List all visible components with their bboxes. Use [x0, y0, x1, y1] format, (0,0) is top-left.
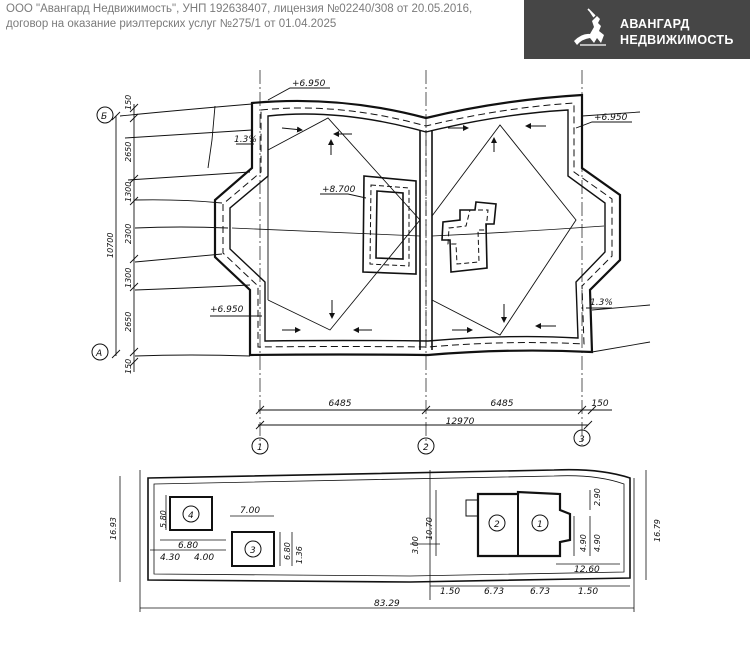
- slope-lines-left: [267, 117, 421, 331]
- axis-label-3: 3: [579, 435, 585, 445]
- extension-lines-right: [581, 111, 651, 353]
- brand-line-1: АВАНГАРД: [620, 17, 690, 31]
- dim-left-4: 2300: [124, 224, 133, 244]
- building-2-marker: [488, 514, 506, 532]
- dim-bottom-3: 150: [591, 399, 608, 409]
- building-3-label: 3: [250, 546, 256, 556]
- brand-line-2: НЕДВИЖИМОСТЬ: [620, 33, 734, 47]
- brand-banner: АВАНГАРД НЕДВИЖИМОСТЬ: [524, 0, 750, 59]
- header-line-1: ООО "Авангард Недвижимость", УНП 1926384…: [6, 3, 473, 15]
- axis-label-1: 1: [257, 443, 263, 453]
- dim-4-90b: 4.90: [593, 534, 602, 552]
- dim-1-50b: 1.50: [578, 587, 598, 597]
- dim-bottom-2: 6485: [491, 399, 514, 409]
- dim-4-00: 4.00: [194, 553, 214, 563]
- dim-left-6: 2650: [124, 312, 133, 332]
- dim-10-70: 10.70: [425, 517, 434, 540]
- dim-chain-left: [111, 103, 139, 372]
- dim-3-00: 3.00: [411, 536, 420, 554]
- dim-6-73a: 6.73: [484, 587, 504, 597]
- building-1-2: [476, 490, 572, 558]
- roof-parapet-dashed: [222, 102, 613, 348]
- extension-lines-left: [119, 103, 253, 357]
- dim-left-2: 2650: [124, 142, 133, 162]
- dim-6-80a: 6.80: [178, 541, 198, 551]
- dim-1-50a: 1.50: [440, 587, 460, 597]
- dim-83-29: 83.29: [374, 599, 400, 609]
- plot-inner-boundary: [153, 475, 625, 577]
- header-line-2: договор на оказание риэлтерских услуг №2…: [6, 18, 337, 30]
- dim-2-90: 2.90: [593, 488, 602, 506]
- elev-center: +8.700: [322, 185, 356, 195]
- axis-label-b: Б: [101, 112, 107, 122]
- dim-12-60: 12.60: [574, 565, 600, 575]
- elev-right: +6.950: [594, 113, 628, 123]
- axis-bubble-a: [91, 343, 109, 361]
- dim-16-93: 16.93: [109, 517, 118, 540]
- dim-6-80b: 6.80: [283, 542, 292, 560]
- drainage-arrows: [281, 123, 556, 333]
- building-4-label: 4: [188, 511, 194, 521]
- dim-bottom-total: 12970: [446, 417, 475, 427]
- dim-6-73b: 6.73: [530, 587, 550, 597]
- ridge-line: [231, 225, 605, 237]
- site-plan: [119, 468, 647, 612]
- elev-top: +6.950: [292, 79, 326, 89]
- dim-bottom-1: 6485: [329, 399, 352, 409]
- dim-4-30: 4.30: [160, 553, 180, 563]
- axis-label-2: 2: [423, 443, 429, 453]
- building-4-marker: [182, 505, 200, 523]
- roof-outline: [213, 93, 622, 357]
- dim-left-5: 1300: [124, 268, 133, 288]
- elev-left: +6.950: [210, 305, 244, 315]
- building-1-label: 1: [537, 520, 543, 530]
- knight-logo-icon: [574, 8, 606, 46]
- building-3-marker: [244, 540, 262, 558]
- dim-left-7: 150: [124, 359, 133, 374]
- dim-7-00: 7.00: [240, 506, 260, 516]
- dim-5-80: 5.80: [159, 510, 168, 528]
- axis-bubble-3: [573, 429, 591, 447]
- building-4: [169, 496, 213, 531]
- building-1-marker: [531, 514, 549, 532]
- building-2-label: 2: [494, 520, 500, 530]
- slope-right: 1.3%: [590, 298, 613, 308]
- plot-boundary: [147, 468, 631, 583]
- dim-left-total: 10700: [106, 233, 115, 258]
- axis-bubble-b: [96, 106, 114, 124]
- dim-16-79: 16.79: [653, 519, 662, 542]
- axis-bubble-1: [251, 437, 269, 455]
- skylight-rect: [362, 175, 417, 275]
- stepped-hatch: [441, 201, 497, 273]
- dim-left-3: 1300: [124, 182, 133, 202]
- dim-4-90a: 4.90: [579, 534, 588, 552]
- brand-name: АВАНГАРД НЕДВИЖИМОСТЬ: [620, 16, 734, 48]
- slope-lines-right: [431, 124, 577, 336]
- axis-label-a: А: [95, 349, 102, 359]
- roof-inner-line: [229, 109, 606, 342]
- roof-plan: [91, 70, 651, 455]
- divide-wall: [419, 130, 433, 350]
- dim-left-1: 150: [124, 95, 133, 110]
- dim-1-36: 1.36: [295, 546, 304, 564]
- axis-bubble-2: [417, 437, 435, 455]
- dim-chain-bottom: [255, 405, 612, 430]
- building-3: [231, 531, 275, 567]
- slope-left: 1.3%: [234, 135, 257, 145]
- header-info: ООО "Авангард Недвижимость", УНП 1926384…: [6, 2, 516, 32]
- site-dims: [119, 470, 647, 612]
